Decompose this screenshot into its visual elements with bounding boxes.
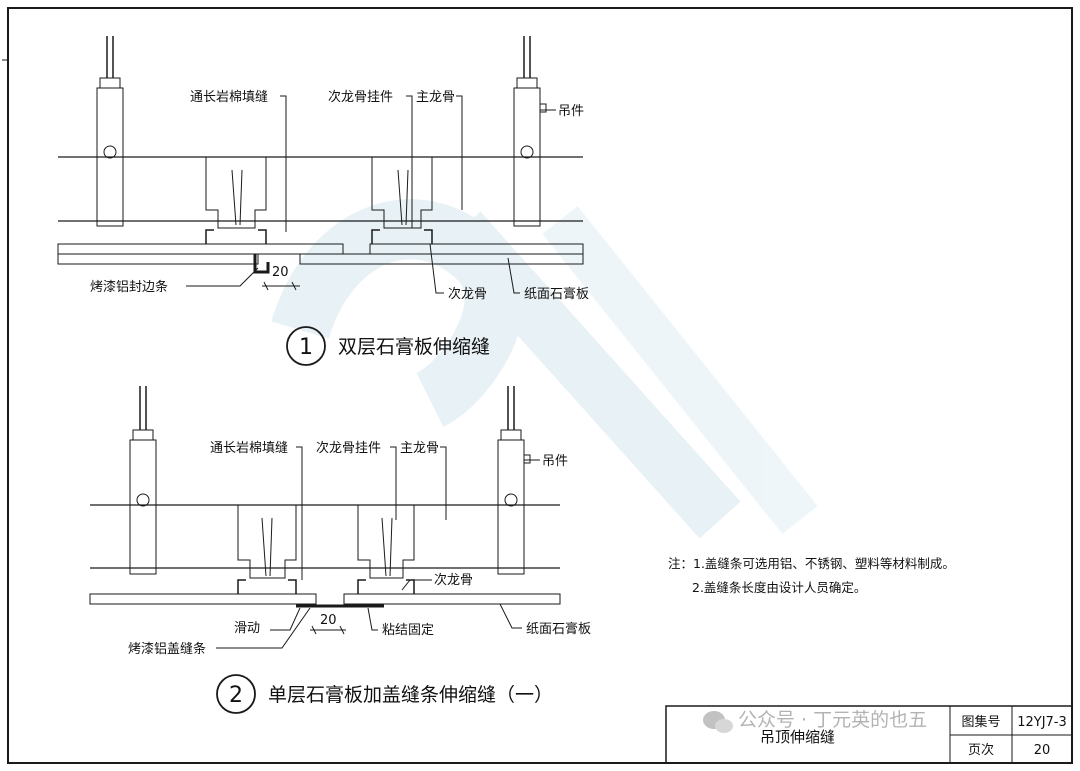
page-label: 页次 [968,742,994,758]
detail-number-circle-1 [286,326,326,366]
label-secondary-runner-2: 次龙骨 [434,572,473,588]
page-value: 20 [1034,743,1051,758]
detail-title-1: 双层石膏板伸缩缝 [338,335,490,358]
hanger-left-2 [129,386,157,575]
label-sliding-2: 滑动 [234,621,260,636]
hanger-right-2 [497,386,531,575]
note-line-1: 注：1.盖缝条可选用铝、不锈钢、塑料等材料制成。 [668,556,955,571]
label-hanger-2: 吊件 [542,454,568,469]
hanger-right-1 [513,36,547,227]
wechat-icon [703,711,733,733]
label-gypsum-board-2: 纸面石膏板 [526,621,591,637]
dimension-gap-1: 20 [262,265,300,291]
label-main-runner-2: 主龙骨 [400,441,439,456]
label-main-runner-1: 主龙骨 [416,90,455,105]
secondary-runner-right-2 [357,579,415,594]
runner-clip-right-1 [371,156,433,229]
detail-1: 20 通长岩棉填缝 次龙骨挂件 主龙骨 吊件 烤漆铝封边条 次龙骨 纸面石膏板 … [57,36,589,366]
leaders-1 [186,95,556,294]
label-hanger-1: 吊件 [558,104,584,119]
label-bonded-2: 粘结固定 [382,623,434,638]
runner-clip-right-2 [357,504,415,579]
secondary-runner-right-1 [371,229,433,244]
notes: 注：1.盖缝条可选用铝、不锈钢、塑料等材料制成。 2.盖缝条长度由设计人员确定。 [668,556,955,595]
edge-strip-1 [253,254,270,274]
leaders-2 [216,446,540,649]
detail-number-2: 2 [229,683,243,708]
label-edge-strip-1: 烤漆铝封边条 [90,279,168,295]
label-gypsum-board-1: 纸面石膏板 [524,286,589,302]
runner-clip-left-1 [205,156,267,229]
label-rockwool-2: 通长岩棉填缝 [210,441,288,456]
sheet-border [7,7,1073,764]
secondary-runner-left-1 [205,229,267,244]
watermark-text: 公众号 · 丁元英的也五 [738,709,927,731]
gap-label-1: 20 [272,265,289,280]
label-cover-strip-2: 烤漆铝盖缝条 [128,641,206,657]
label-runner-clip-2: 次龙骨挂件 [316,440,381,456]
label-runner-clip-1: 次龙骨挂件 [328,89,393,105]
hanger-left-1 [96,36,124,227]
detail-number-1: 1 [299,335,313,360]
label-rockwool-1: 通长岩棉填缝 [190,90,268,105]
dimension-gap-2: 20 [310,613,346,635]
detail-number-circle-2 [216,674,256,714]
detail-title-2: 单层石膏板加盖缝条伸缩缝（一） [268,683,553,706]
detail-2: 20 通长岩棉填缝 次龙骨挂件 主龙骨 吊件 次龙骨 滑动 粘结固定 烤漆铝盖缝… [89,386,591,714]
drawing-title: 吊顶伸缩缝 [760,728,835,746]
atlas-label: 图集号 [961,714,1000,730]
gypsum-boards-1 [57,243,584,265]
runner-clip-left-2 [237,504,297,579]
title-block: 吊顶伸缩缝 图集号 12YJ7-3 页次 20 [665,705,1073,764]
label-secondary-runner-1: 次龙骨 [448,286,487,302]
atlas-value: 12YJ7-3 [1017,715,1067,730]
gap-label-2: 20 [320,613,337,628]
background-watermark [271,199,818,539]
note-line-2: 2.盖缝条长度由设计人员确定。 [692,580,866,595]
gypsum-boards-2 [89,593,561,605]
secondary-runner-left-2 [237,579,297,594]
